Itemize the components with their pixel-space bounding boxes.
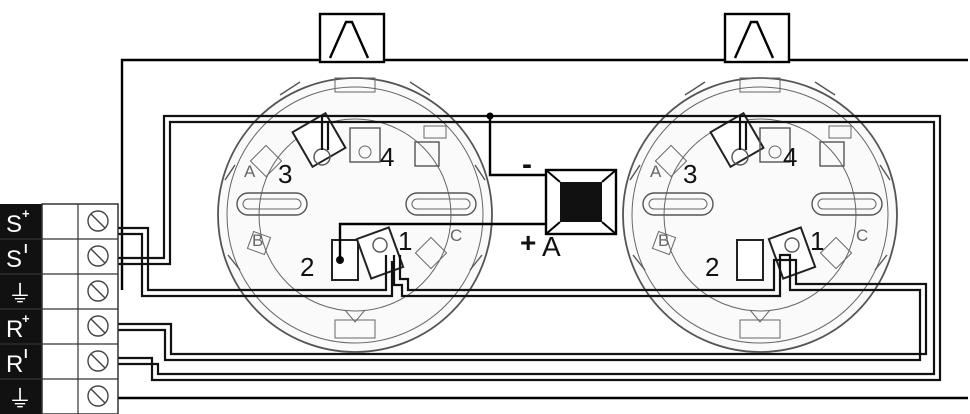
terminal-label-ground-2: ⏚ (8, 386, 32, 413)
base2-corner-b: B (658, 231, 669, 250)
base1-label-4: 4 (380, 142, 394, 172)
base1-label-1: 1 (398, 226, 412, 256)
detector-base-2: 3 4 2 1 A B C (622, 77, 898, 353)
base2-corner-a: A (650, 162, 662, 181)
terminal-label-r-plus: R (6, 316, 23, 343)
terminal-label-s-minus: S (6, 246, 22, 273)
terminal-label-ground-1: ⏚ (8, 281, 32, 308)
base1-label-3: 3 (278, 159, 292, 189)
base2-label-4: 4 (783, 142, 797, 172)
base1-corner-c: C (450, 226, 462, 245)
base2-corner-c: C (856, 226, 868, 245)
wiring (115, 58, 968, 400)
base2-label-1: 1 (810, 226, 824, 256)
terminal-sup-r-minus: I (24, 346, 28, 361)
terminal-label-s-plus: S (6, 211, 22, 238)
base1-corner-b: B (252, 231, 263, 250)
pulse-symbol-2 (723, 12, 791, 64)
pulse-symbol-1 (318, 12, 386, 64)
terminal-sup-r-plus: + (22, 311, 30, 326)
indicator-plus-label: + (520, 227, 536, 258)
indicator-minus-label: - (522, 148, 532, 181)
indicator-a-label: A (542, 231, 561, 262)
detector-base-1: 3 4 2 1 A B C (217, 77, 493, 353)
base2-label-3: 3 (683, 159, 697, 189)
remote-indicator: - + A (520, 148, 618, 262)
terminal-block: S + S I ⏚ R + R I ⏚ (0, 203, 119, 414)
base2-label-2: 2 (705, 252, 719, 282)
base1-corner-a: A (244, 162, 256, 181)
terminal-sup-s-plus: + (22, 206, 30, 221)
terminal-label-r-minus: R (6, 351, 23, 378)
base1-label-2: 2 (300, 252, 314, 282)
terminal-sup-s-minus: I (24, 241, 28, 256)
